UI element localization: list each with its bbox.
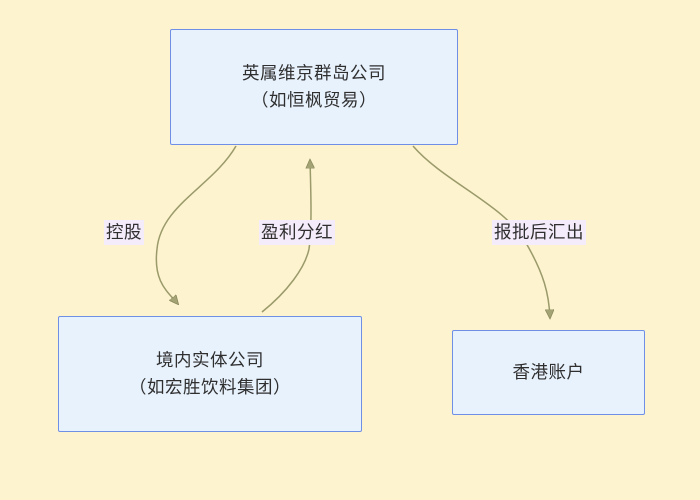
edge-label-remit: 报批后汇出 — [492, 220, 586, 245]
node-hk-line-1: 香港账户 — [512, 361, 585, 382]
node-domestic-line-1: 境内实体公司 — [156, 349, 264, 370]
node-domestic-entity[interactable]: 境内实体公司 （如宏胜饮料集团） — [58, 316, 362, 432]
node-hongkong-account[interactable]: 香港账户 — [452, 330, 645, 415]
node-bvi-company[interactable]: 英属维京群岛公司 （如恒枫贸易） — [170, 29, 458, 145]
edge-dividend-path — [261, 160, 311, 313]
node-domestic-line-2: （如宏胜饮料集团） — [129, 377, 291, 397]
node-bvi-line-2: （如恒枫贸易） — [251, 90, 377, 110]
edge-holding-path — [155, 145, 237, 304]
edge-label-dividend: 盈利分红 — [259, 220, 335, 245]
edge-label-holding: 控股 — [104, 220, 144, 245]
node-bvi-line-1: 英属维京群岛公司 — [242, 62, 386, 83]
